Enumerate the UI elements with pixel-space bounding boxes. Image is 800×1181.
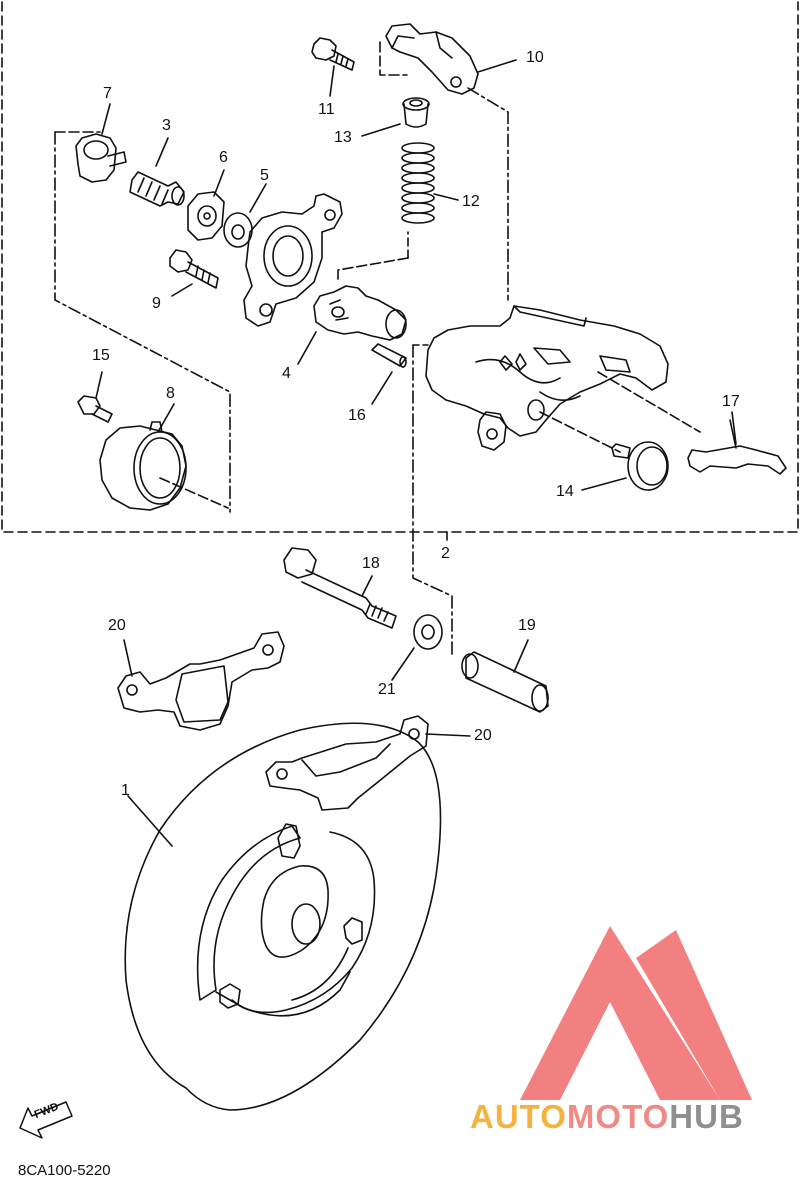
leader-12 [433,193,459,201]
leader-10 [477,59,517,73]
part-9-bolt [169,249,219,289]
part-label-15: 15 [92,347,110,364]
part-5-washer [223,212,253,248]
part-label-19: 19 [518,617,536,634]
part-12-spring [401,142,435,224]
leader-7 [101,103,111,135]
part-21-washer [413,614,443,650]
automotohub-logo-mark [520,926,752,1100]
part-20-pad-b [265,715,429,811]
drawing-code: 8CA100-5220 [18,1162,111,1179]
part-4-shaft [313,285,407,341]
part-18-bolt [283,547,397,629]
part-20-pad-a [117,631,285,731]
part-label-1: 1 [121,782,130,799]
caliper-bracket [243,193,343,327]
watermark-hub: HUB [669,1098,744,1135]
part-label-10: 10 [526,49,544,66]
part-label-21: 21 [378,681,396,698]
part-label-18: 18 [362,555,380,572]
part-label-8: 8 [166,385,175,402]
part-label-6: 6 [219,149,228,166]
leader-11 [329,65,335,97]
part-label-20a: 20 [108,617,126,634]
leader-20a [123,639,133,677]
part-label-5: 5 [260,167,269,184]
leader-9 [171,283,193,297]
part-13-cap [402,97,430,128]
part-8-cover [99,421,187,511]
assembly-boundary [1,1,799,533]
leader-1 [127,795,173,847]
part-label-3: 3 [162,117,171,134]
part-label-2: 2 [441,545,450,562]
caliper-body [425,305,669,451]
part-3-screw [129,171,185,207]
part-17-spring [687,419,787,475]
part-label-9: 9 [152,295,161,312]
leader-16 [371,371,393,405]
leader-5 [249,183,267,213]
part-label-11: 11 [318,101,335,118]
part-label-13: 13 [334,129,352,146]
part-19-sleeve [461,651,549,713]
leader-19 [513,639,529,673]
part-label-7: 7 [103,85,112,102]
leader-17 [731,411,737,445]
part-10-clip [385,23,479,95]
part-label-12: 12 [462,193,480,210]
fwd-arrow-icon [19,1101,73,1139]
leader-14 [581,477,627,491]
part-label-16: 16 [348,407,366,424]
part-16-pin [371,343,407,368]
leader-15 [95,371,103,399]
part-15-screw [77,395,113,423]
part-7-nut [75,133,127,183]
leader-13 [361,123,401,137]
part-1-disc [124,722,442,1111]
leader-18 [361,575,373,597]
leader-4 [297,331,317,365]
part-6-plate [187,191,225,241]
leader-21 [391,647,415,681]
leader-8 [157,403,175,433]
automotohub-watermark: AUTOMOTOHUB [470,1098,744,1136]
leader-3 [155,137,169,167]
leader-20b [425,733,471,737]
part-label-14: 14 [556,483,574,500]
part-label-20b: 20 [474,727,492,744]
watermark-auto: AUTO [470,1098,567,1135]
part-11-bolt [311,37,355,71]
leader-6 [213,169,225,197]
part-14-pin [611,441,669,491]
part-label-4: 4 [282,365,291,382]
watermark-moto: MOTO [566,1098,670,1135]
part-label-17: 17 [722,393,740,410]
